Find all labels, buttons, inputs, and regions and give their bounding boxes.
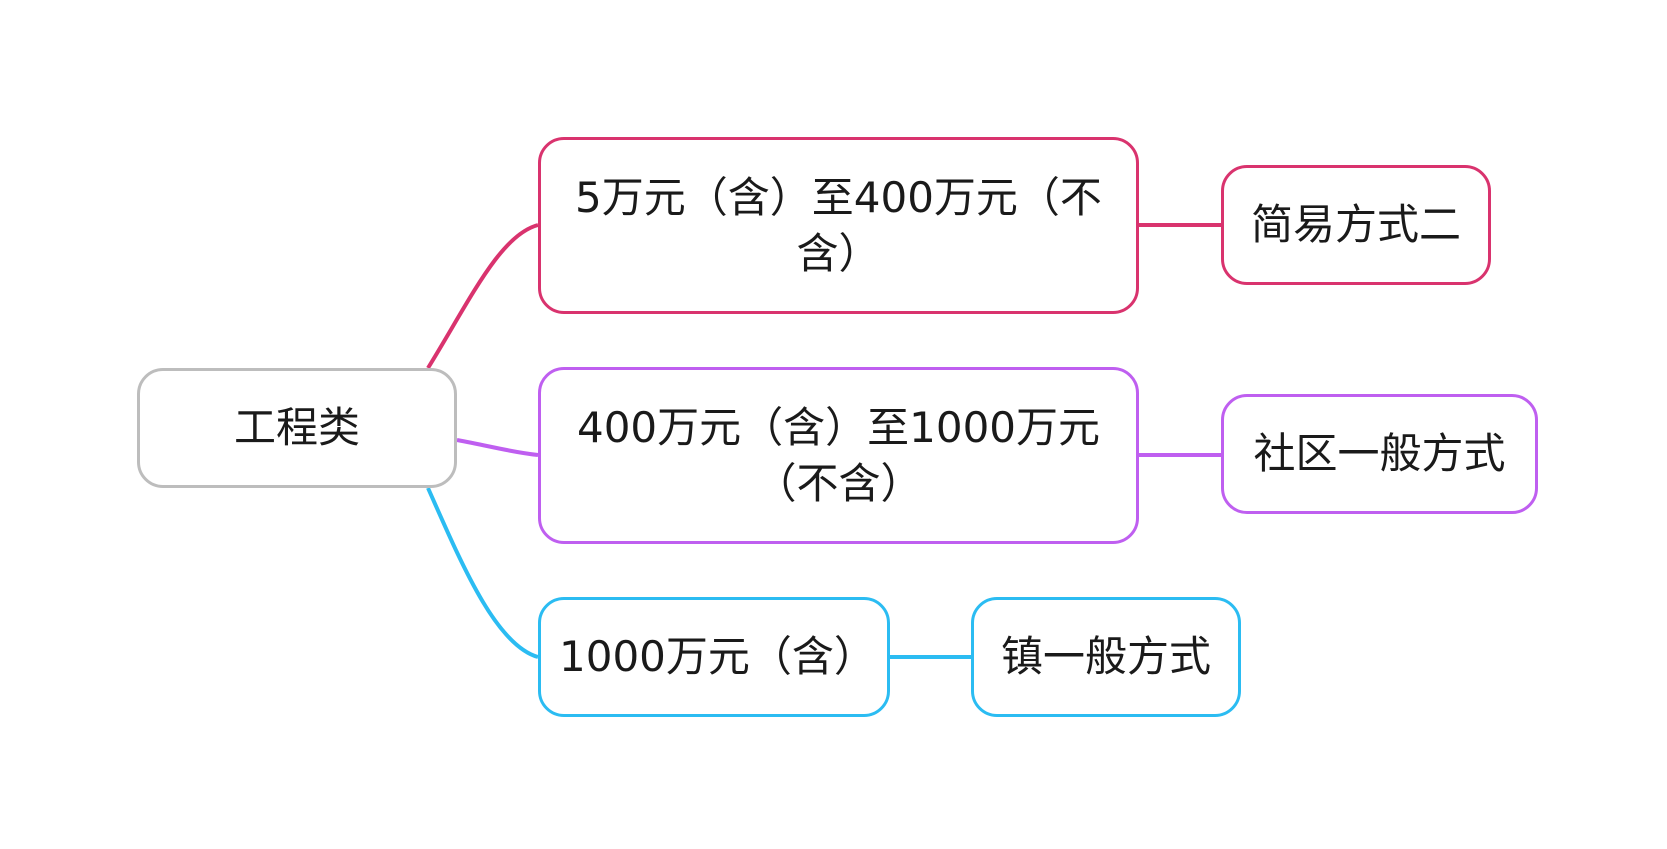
root-node-label: 工程类 [233,403,360,452]
result-node-3-label: 镇一般方式 [1000,632,1211,681]
branch-node-2[interactable]: 400万元（含）至1000万元（不含） [538,367,1139,544]
branch-node-2-label: 400万元（含）至1000万元（不含） [576,402,1101,508]
branch-node-1[interactable]: 5万元（含）至400万元（不含） [538,137,1139,314]
connector-root-branch-3 [426,487,539,659]
result-node-2[interactable]: 社区一般方式 [1221,394,1538,514]
branch-node-1-label: 5万元（含）至400万元（不含） [575,172,1102,278]
result-node-1-label: 简易方式二 [1250,200,1461,249]
result-node-1[interactable]: 简易方式二 [1221,165,1491,285]
branch-node-3[interactable]: 1000万元（含） [538,597,890,717]
result-node-2-label: 社区一般方式 [1253,429,1506,478]
result-node-3[interactable]: 镇一般方式 [971,597,1241,717]
branch-node-3-label: 1000万元（含） [559,632,876,681]
connector-root-branch-1 [426,223,539,370]
root-node[interactable]: 工程类 [137,368,457,488]
connector-root-branch-2 [456,438,539,457]
